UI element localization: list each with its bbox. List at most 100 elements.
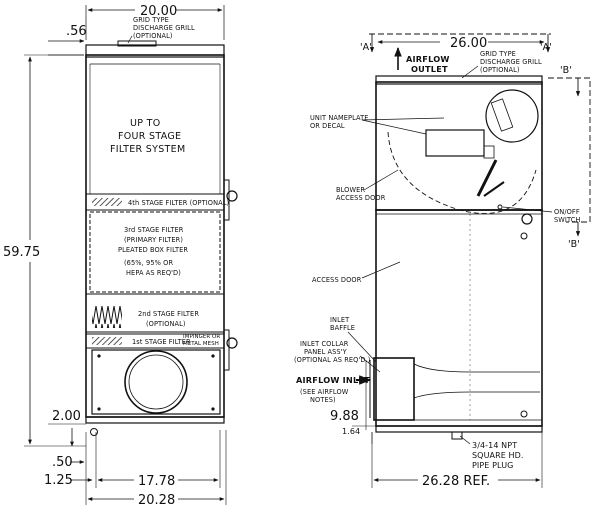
stage2-pleats bbox=[92, 306, 122, 328]
stage3-label: (65%, 95% OR bbox=[124, 259, 173, 267]
stage4-hatch bbox=[92, 198, 122, 206]
screw bbox=[211, 354, 215, 358]
plug-label: SQUARE HD. bbox=[472, 451, 524, 460]
stage3-label: (PRIMARY FILTER) bbox=[124, 236, 183, 244]
side-latch bbox=[223, 329, 230, 371]
section-a-label: 'A' bbox=[540, 42, 552, 53]
blower-door-label: BLOWER bbox=[336, 186, 365, 194]
stage1-label: 1st STAGE FILTER bbox=[132, 338, 191, 346]
stage3-filter bbox=[89, 211, 221, 293]
leader-line bbox=[502, 206, 553, 213]
stage3-label: HEPA AS REQ'D) bbox=[126, 269, 181, 277]
impinger-label: METAL MESH bbox=[183, 341, 219, 347]
stage2-filter bbox=[85, 293, 225, 333]
control-box bbox=[483, 145, 495, 159]
access-door-label: ACCESS DOOR bbox=[312, 276, 362, 284]
section-line-b bbox=[548, 77, 591, 223]
grill-label: GRID TYPE bbox=[480, 50, 516, 58]
pipe-plug bbox=[451, 431, 463, 440]
dim-depth-ref: 26.28 REF. bbox=[422, 474, 490, 489]
screw bbox=[520, 410, 528, 418]
blower-scroll bbox=[387, 131, 537, 214]
belt-lever bbox=[483, 181, 505, 197]
cabinet-top-cap bbox=[375, 75, 543, 85]
inlet-collar bbox=[124, 350, 188, 414]
screw bbox=[97, 354, 101, 358]
dim-height: 59.75 bbox=[3, 245, 40, 260]
nameplate-label: UNIT NAMEPLATE bbox=[310, 114, 369, 122]
filter-section bbox=[375, 209, 543, 427]
section-b-label: 'B' bbox=[568, 239, 580, 250]
airflow-inlet-label: (SEE AIRFLOW bbox=[300, 388, 349, 396]
dim-base-2: 2.00 bbox=[52, 409, 81, 424]
stage3-label: PLEATED BOX FILTER bbox=[118, 246, 188, 254]
screw bbox=[97, 407, 101, 411]
airflow-inlet-label: AIRFLOW INLET bbox=[296, 375, 370, 385]
screw bbox=[520, 232, 528, 240]
dim-base-050: .50 bbox=[52, 455, 73, 470]
airflow-outlet-label: OUTLET bbox=[411, 64, 448, 74]
stage2-label: 2nd STAGE FILTER bbox=[138, 310, 199, 318]
leader-line bbox=[361, 117, 445, 121]
left-front-view: GRID TYPE DISCHARGE GRILL (OPTIONAL) UP … bbox=[3, 4, 238, 508]
dim-inlet-h: 9.88 bbox=[330, 409, 359, 424]
switch-label: ON/OFF bbox=[554, 208, 580, 216]
blower-motor bbox=[485, 89, 539, 143]
grill-label: GRID TYPE bbox=[133, 16, 169, 24]
switch-point bbox=[497, 204, 503, 210]
cabinet-top-cap bbox=[85, 44, 225, 58]
switch-label: SWITCH bbox=[554, 216, 580, 224]
leader-line bbox=[359, 355, 381, 373]
collar-label: (OPTIONAL AS REQ'D.) bbox=[294, 356, 370, 364]
screw bbox=[211, 407, 215, 411]
grill-label: DISCHARGE GRILL bbox=[480, 58, 542, 66]
base-foot bbox=[90, 428, 98, 436]
stage3-label: 3rd STAGE FILTER bbox=[124, 226, 184, 234]
system-label: FOUR STAGE bbox=[118, 131, 181, 142]
leader-line bbox=[347, 331, 377, 363]
grill-label: DISCHARGE GRILL bbox=[133, 24, 195, 32]
leader-line bbox=[459, 435, 471, 445]
baffle-line bbox=[413, 363, 540, 373]
dim-width-17: 17.78 bbox=[138, 474, 175, 489]
onoff-switch[interactable] bbox=[521, 213, 533, 225]
airflow-inlet-label: NOTES) bbox=[310, 396, 336, 404]
baffle-label: BAFFLE bbox=[330, 324, 355, 332]
baffle-label: INLET bbox=[330, 316, 350, 324]
dim-width-20: 20.28 bbox=[138, 493, 175, 508]
knob[interactable] bbox=[226, 190, 238, 202]
impinger-label: IMPINGER OR bbox=[183, 334, 220, 340]
system-label: UP TO bbox=[130, 118, 160, 129]
leader-line bbox=[363, 169, 399, 191]
inlet-collar-panel bbox=[373, 357, 415, 421]
leader-line bbox=[461, 65, 479, 79]
plug-label: 3/4-14 NPT bbox=[472, 441, 517, 450]
inlet-panel bbox=[91, 349, 221, 415]
plug-label: PIPE PLUG bbox=[472, 461, 513, 470]
stage4-label: 4th STAGE FILTER (OPTIONAL) bbox=[128, 199, 229, 207]
section-a-label: 'A' bbox=[360, 42, 372, 53]
leader-line bbox=[127, 35, 133, 44]
section-b-label: 'B' bbox=[560, 65, 572, 76]
nameplate bbox=[425, 129, 485, 157]
grill-label: (OPTIONAL) bbox=[133, 32, 173, 40]
grill-label: (OPTIONAL) bbox=[480, 66, 520, 74]
leader-line bbox=[361, 119, 427, 135]
dim-inlet-off: 1.64 bbox=[342, 427, 360, 436]
dim-offset-top: .56 bbox=[66, 24, 87, 39]
stage2-label: (OPTIONAL) bbox=[146, 320, 186, 328]
nameplate-label: OR DECAL bbox=[310, 122, 345, 130]
inlet-collar-inner bbox=[128, 354, 184, 410]
airflow-outlet-label: AIRFLOW bbox=[406, 54, 450, 64]
knob[interactable] bbox=[226, 337, 238, 349]
collar-label: INLET COLLAR bbox=[300, 340, 349, 348]
collar-label: PANEL ASS'Y bbox=[304, 348, 348, 356]
blower-door-label: ACCESS DOOR bbox=[336, 194, 386, 202]
discharge-grill bbox=[117, 40, 157, 47]
blower-section bbox=[375, 81, 543, 211]
cabinet-base bbox=[375, 425, 543, 433]
belt-lever bbox=[476, 159, 498, 197]
dim-width-top: 20.00 bbox=[140, 4, 177, 19]
